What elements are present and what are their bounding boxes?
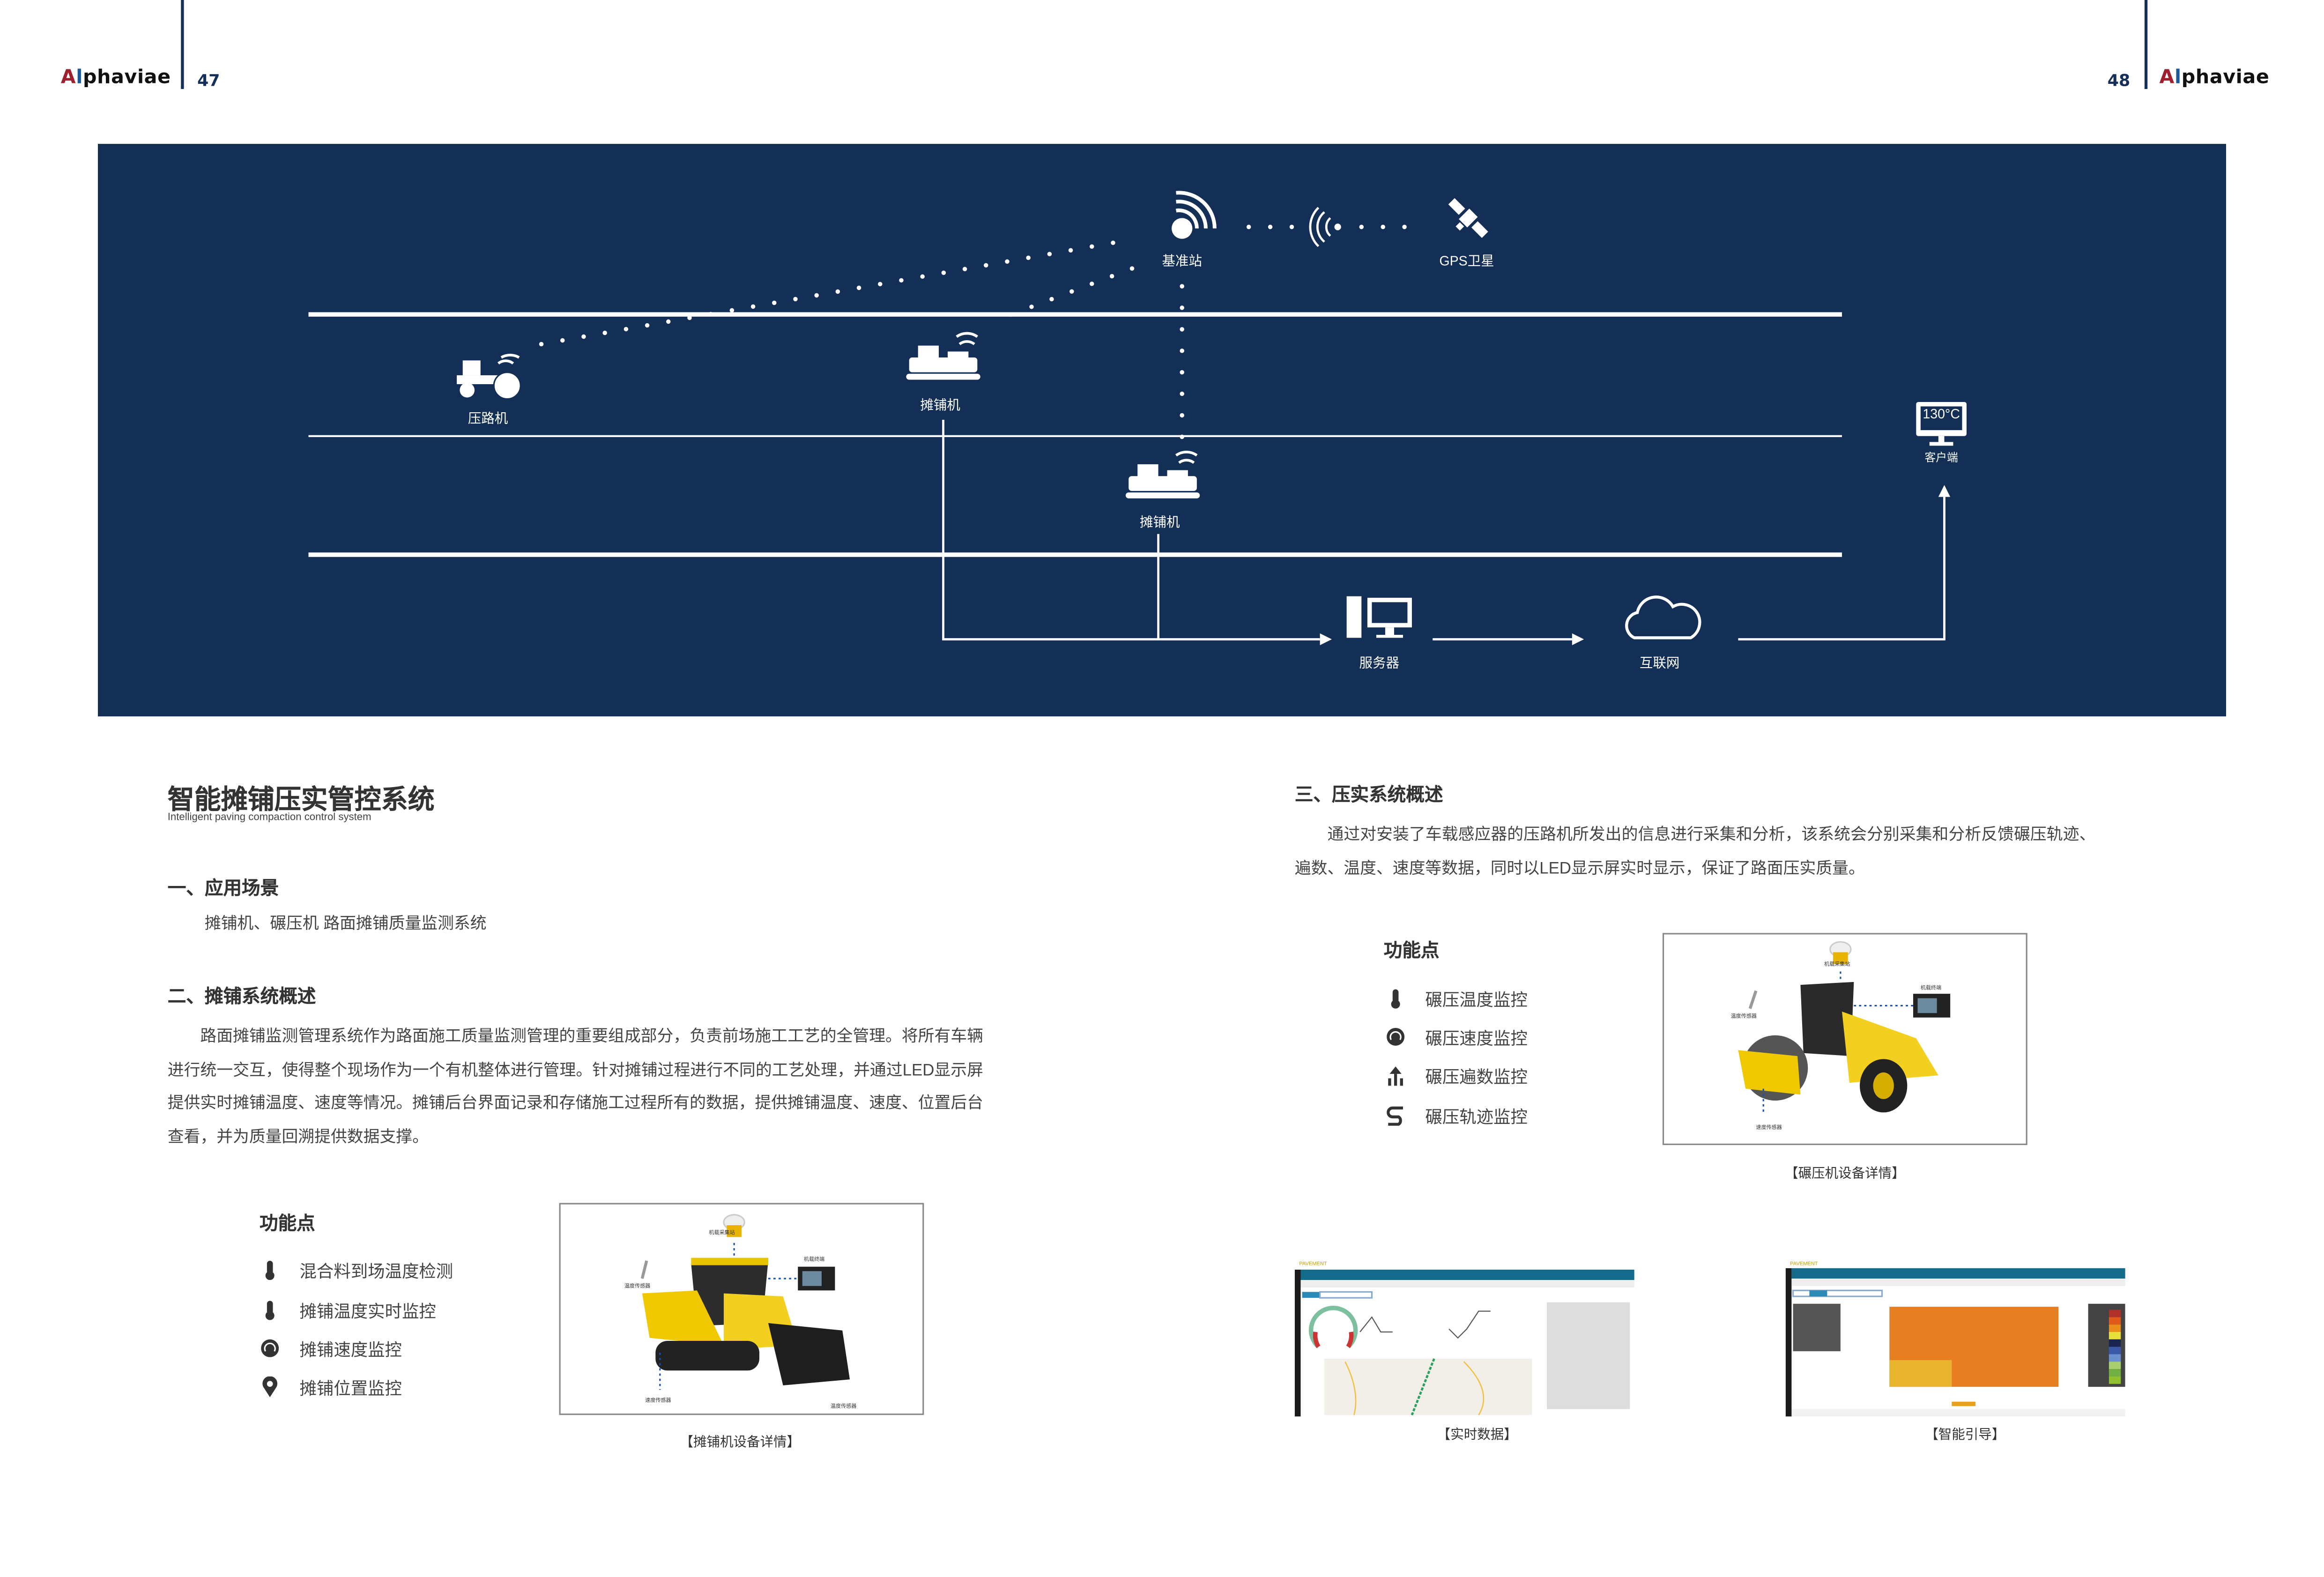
section-text: 摊铺机、碾压机 路面摊铺质量监测系统 bbox=[204, 915, 487, 933]
feature-label: 碾压遍数监控 bbox=[1425, 1069, 1528, 1087]
image-label: 温度传感器 bbox=[624, 1283, 651, 1289]
thermometer-icon bbox=[265, 1301, 275, 1320]
section-heading: 三、压实系统概述 bbox=[1294, 784, 1443, 806]
label-paver: 摊铺机 bbox=[920, 397, 960, 413]
header-divider bbox=[2144, 0, 2147, 89]
roller-device-image: 机载采集站 机载终端 温度传感器 速度传感器 bbox=[1662, 933, 2027, 1146]
connector-line bbox=[1738, 497, 1945, 640]
paver-icon bbox=[1125, 450, 1200, 498]
feature-label: 摊铺位置监控 bbox=[299, 1381, 402, 1399]
brand-logo-left: Alphaviae bbox=[60, 67, 171, 89]
brand-logo-right: Alphaviae bbox=[2159, 67, 2270, 89]
road-roller-icon bbox=[457, 354, 521, 400]
signal-wave-icon bbox=[1309, 207, 1341, 247]
image-label: 速度传感器 bbox=[645, 1397, 671, 1403]
arrow-icon bbox=[1938, 485, 1951, 497]
signal-dots bbox=[539, 238, 1129, 347]
speedometer-icon bbox=[261, 1339, 279, 1357]
feature-label: 混合料到场温度检测 bbox=[299, 1264, 453, 1282]
image-label: 温度传感器 bbox=[1730, 1013, 1757, 1019]
screenshot-caption: 【实时数据】 bbox=[1437, 1427, 1517, 1442]
app-logo: PAVEMENT bbox=[1790, 1261, 1818, 1267]
paver-illustration bbox=[640, 1214, 850, 1390]
base-station-icon bbox=[1172, 191, 1217, 239]
paver-device-image: 机载采集站 机载终端 温度传感器 速度传感器 温度传感器 bbox=[559, 1203, 924, 1415]
page-subtitle: Intelligent paving compaction control sy… bbox=[167, 812, 371, 824]
image-label: 机载终端 bbox=[803, 1256, 825, 1263]
label-roller: 压路机 bbox=[468, 410, 508, 426]
screenshot-caption: 【智能引导】 bbox=[1925, 1427, 2005, 1442]
signal-dots bbox=[1009, 265, 1138, 317]
label-server: 服务器 bbox=[1359, 655, 1400, 670]
image-label: 机载采集站 bbox=[709, 1229, 735, 1236]
cloud-icon bbox=[1625, 595, 1701, 640]
image-caption: 【碾压机设备详情】 bbox=[1785, 1166, 1905, 1181]
section-paragraph: 通过对安装了车载感应器的压路机所发出的信息进行采集和分析，该系统会分别采集和分析… bbox=[1294, 826, 2096, 878]
section-heading: 一、应用场景 bbox=[167, 878, 279, 899]
realtime-data-screenshot: PAVEMENT bbox=[1294, 1261, 1634, 1417]
page-title: 智能摊铺压实管控系统 bbox=[167, 784, 435, 815]
system-diagram bbox=[97, 144, 2227, 717]
connector-line bbox=[942, 419, 1320, 640]
location-pin-icon bbox=[262, 1376, 278, 1398]
roller-illustration bbox=[1738, 941, 1951, 1113]
image-label: 机载采集站 bbox=[1824, 961, 1850, 967]
feature-label: 碾压轨迹监控 bbox=[1425, 1109, 1528, 1128]
features-heading: 功能点 bbox=[1383, 940, 1440, 961]
client-screen-temp: 130°C bbox=[1923, 406, 1960, 422]
feature-label: 碾压速度监控 bbox=[1425, 1031, 1528, 1049]
section-heading: 二、摊铺系统概述 bbox=[167, 986, 316, 1007]
image-label: 机载终端 bbox=[1920, 985, 1942, 991]
smart-guidance-screenshot: PAVEMENT bbox=[1785, 1261, 2125, 1417]
thermometer-icon bbox=[265, 1261, 275, 1280]
arrow-icon bbox=[1320, 633, 1332, 646]
app-logo: PAVEMENT bbox=[1299, 1261, 1327, 1267]
client-monitor-icon bbox=[1916, 402, 1967, 446]
page-number-left: 47 bbox=[197, 71, 220, 91]
image-caption: 【摊铺机设备详情】 bbox=[680, 1434, 801, 1450]
image-label: 速度传感器 bbox=[1756, 1124, 1782, 1131]
features-heading: 功能点 bbox=[260, 1213, 315, 1235]
server-computer-icon bbox=[1346, 596, 1412, 638]
paver-icon bbox=[906, 332, 980, 380]
label-paver: 摊铺机 bbox=[1139, 514, 1180, 530]
thermometer-icon bbox=[1391, 989, 1400, 1009]
arrow-icon bbox=[1572, 633, 1584, 646]
feature-label: 摊铺速度监控 bbox=[299, 1342, 402, 1361]
feature-label: 碾压温度监控 bbox=[1425, 992, 1528, 1010]
pass-count-icon bbox=[1388, 1066, 1403, 1086]
section-paragraph: 路面摊铺监测管理系统作为路面施工质量监测管理的重要组成部分，负责前场施工工艺的全… bbox=[167, 1027, 983, 1146]
satellite-icon bbox=[1448, 198, 1488, 238]
speedometer-icon bbox=[1387, 1027, 1405, 1046]
label-gps-satellite: GPS卫星 bbox=[1439, 253, 1494, 269]
track-icon bbox=[1387, 1106, 1403, 1126]
page-number-right: 48 bbox=[2107, 71, 2131, 91]
label-base-station: 基准站 bbox=[1162, 253, 1202, 269]
feature-label: 摊铺温度实时监控 bbox=[299, 1303, 436, 1322]
header-divider bbox=[181, 0, 183, 89]
label-client: 客户端 bbox=[1924, 451, 1958, 464]
image-label: 温度传感器 bbox=[830, 1403, 857, 1409]
label-internet: 互联网 bbox=[1639, 655, 1680, 670]
